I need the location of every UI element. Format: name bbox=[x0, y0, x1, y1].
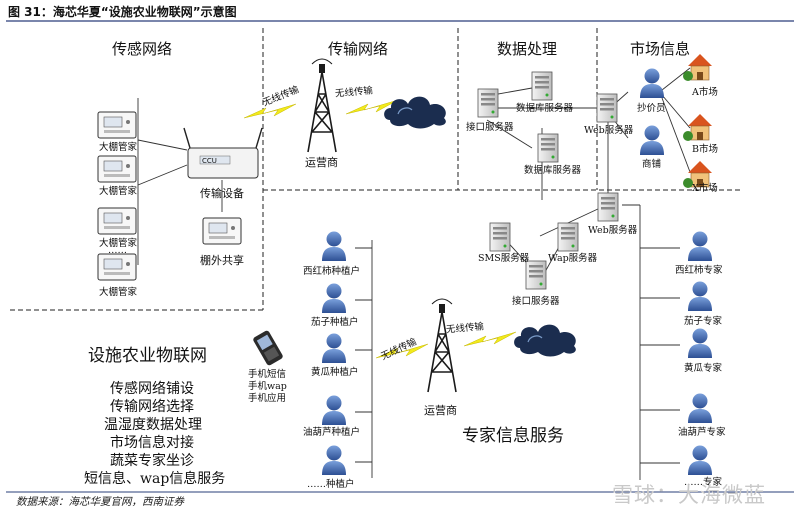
price-collector-icon bbox=[640, 68, 664, 98]
database-server-label: 数据库服务器 bbox=[516, 103, 574, 114]
market-building-icon bbox=[682, 113, 713, 142]
section-label-sensing: 传感网络 bbox=[112, 40, 173, 58]
expert-label: 西红柿专家 bbox=[675, 265, 723, 276]
section-label-data-processing: 数据处理 bbox=[497, 40, 558, 58]
ccu-label: CCU bbox=[202, 157, 217, 165]
sms-server-label: SMS服务器 bbox=[478, 253, 530, 264]
sensor-ellipsis: …… bbox=[108, 245, 127, 256]
section-label-expert: 专家信息服务 bbox=[462, 426, 564, 446]
mobile-phone-icon bbox=[253, 330, 283, 366]
sensor-device bbox=[97, 111, 137, 139]
interface-server-icon bbox=[477, 88, 499, 118]
interface-server-label: 接口服务器 bbox=[512, 296, 560, 307]
summary-item: 传输网络选择 bbox=[110, 399, 194, 415]
sensor-label: 大棚管家 bbox=[99, 142, 138, 153]
interface-server-icon bbox=[525, 260, 547, 290]
expert-label: 油葫芦专家 bbox=[678, 427, 726, 438]
grower-label: 黄瓜种植户 bbox=[311, 367, 359, 378]
merchant-label: 商铺 bbox=[642, 159, 662, 170]
operator-label: 运营商 bbox=[424, 404, 457, 417]
sensor-device bbox=[97, 253, 137, 281]
section-label-market: 市场信息 bbox=[630, 40, 691, 58]
phone-sms-label: 手机短信 bbox=[248, 369, 287, 380]
market-building-icon bbox=[682, 53, 713, 82]
watermark: 雪球：大海微蓝 bbox=[612, 483, 766, 507]
market-label: A市场 bbox=[692, 87, 718, 98]
sensor-label: 大棚管家 bbox=[99, 186, 138, 197]
web-server-icon bbox=[597, 192, 619, 222]
operator-tower-bottom bbox=[427, 298, 457, 393]
interface-server-label: 接口服务器 bbox=[466, 122, 514, 133]
operator-tower-top bbox=[307, 58, 337, 153]
operator-label: 运营商 bbox=[305, 156, 338, 169]
figure-title: 图 31：海芯华夏“设施农业物联网”示意图 bbox=[8, 5, 237, 19]
lightning-icon bbox=[463, 331, 517, 347]
summary-item: 蔬菜专家坐诊 bbox=[110, 453, 194, 469]
market-label: B市场 bbox=[692, 144, 718, 155]
wap-server-label: Wap服务器 bbox=[548, 253, 598, 264]
grower-label: 茄子种植户 bbox=[311, 317, 359, 328]
web-server-icon bbox=[596, 93, 618, 123]
section-label-transmission: 传输网络 bbox=[328, 40, 389, 58]
database-server-icon bbox=[531, 71, 553, 101]
web-server-label: Web服务器 bbox=[588, 225, 638, 236]
sensor-label: 大棚管家 bbox=[99, 238, 138, 249]
market-label: X市场 bbox=[692, 183, 718, 194]
phone-app-label: 手机应用 bbox=[248, 393, 287, 404]
expert-label: 黄瓜专家 bbox=[684, 363, 723, 374]
sensor-device bbox=[97, 207, 137, 235]
grower-label: 西红柿种植户 bbox=[303, 266, 361, 277]
summary-item: 市场信息对接 bbox=[110, 435, 194, 451]
summary-item: 短信息、wap信息服务 bbox=[84, 471, 226, 487]
summary-item: 温湿度数据处理 bbox=[104, 417, 202, 433]
sms-server-icon bbox=[489, 222, 511, 252]
phone-wap-label: 手机wap bbox=[248, 381, 287, 392]
transmission-device-label: 传输设备 bbox=[200, 187, 244, 200]
summary-title: 设施农业物联网 bbox=[88, 346, 207, 366]
transmission-device-icon bbox=[183, 127, 263, 179]
database-server-label: 数据库服务器 bbox=[524, 165, 582, 176]
sensor-device bbox=[97, 155, 137, 183]
wap-server-icon bbox=[557, 222, 579, 252]
cloud-icon bbox=[513, 324, 577, 358]
outdoor-sharing-label: 棚外共享 bbox=[200, 254, 244, 267]
expert-label: 茄子专家 bbox=[684, 316, 723, 327]
grower-label: 油葫芦种植户 bbox=[303, 427, 361, 438]
merchant-icon bbox=[640, 125, 664, 155]
expert-label: ……专家 bbox=[684, 477, 723, 488]
outdoor-sensor-device bbox=[202, 217, 242, 245]
database-server-icon bbox=[537, 133, 559, 163]
grower-label: ……种植户 bbox=[307, 479, 355, 490]
sensor-label: 大棚管家 bbox=[99, 287, 138, 298]
source-note: 数据来源：海芯华夏官网，西南证券 bbox=[16, 496, 184, 508]
summary-item: 传感网络铺设 bbox=[110, 381, 194, 397]
web-server-label: Web服务器 bbox=[584, 125, 634, 136]
price-collector-label: 抄价员 bbox=[637, 103, 666, 114]
cloud-icon bbox=[383, 96, 447, 130]
